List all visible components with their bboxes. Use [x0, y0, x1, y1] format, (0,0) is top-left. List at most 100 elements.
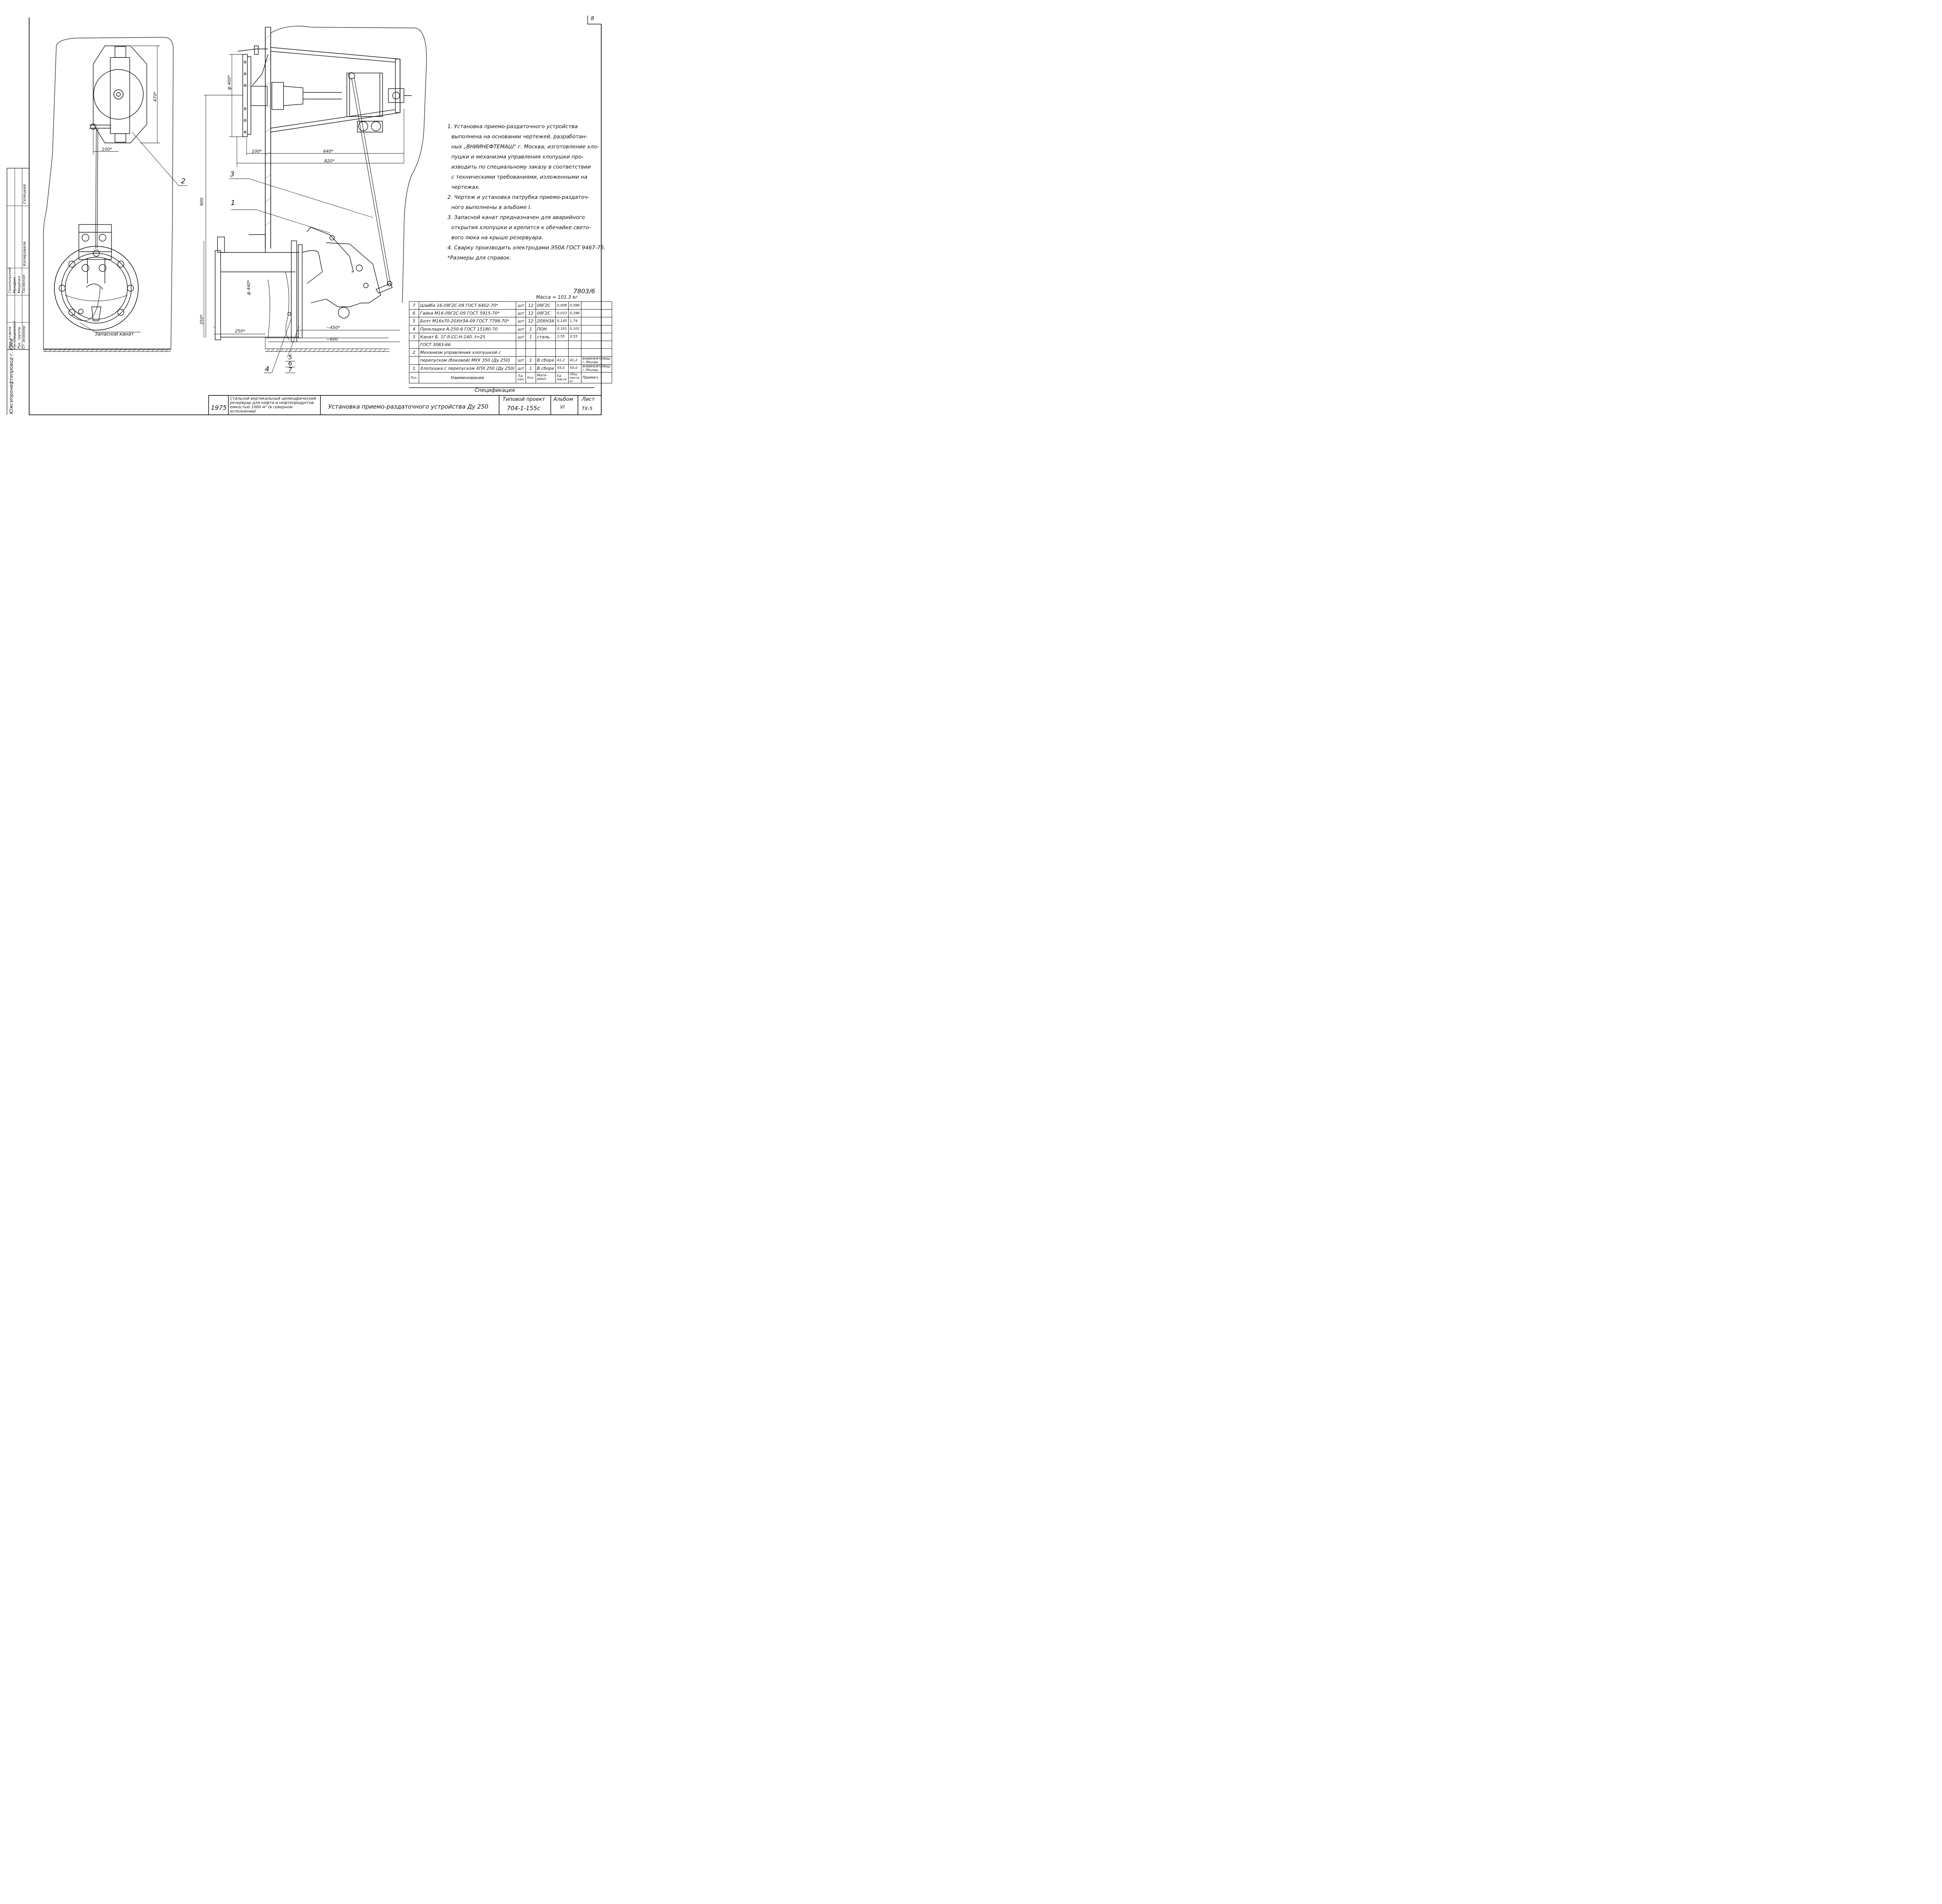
table-row: 6 Гайка М16-09Г2С-09 ГОСТ 5915-70* шт 12… — [409, 309, 612, 318]
nozzle-pipe — [221, 252, 299, 338]
callout-2: 2 — [181, 177, 186, 185]
note-line: 4. Сварку производить электродами Э50А Г… — [447, 245, 606, 251]
name-1: Гонопольский — [8, 267, 12, 293]
dim-440: ф 440* — [246, 280, 251, 295]
nozzle-flange-right — [291, 240, 297, 342]
album-number: VI — [560, 404, 565, 410]
drum-hub — [113, 89, 124, 99]
note-line: изводить по специальному заказу в соотве… — [451, 164, 591, 170]
dim-250: 250* — [235, 329, 245, 334]
drawing-code: 7803/6 — [573, 287, 595, 295]
table-row: 5 Болт М16х70-20ХН3А-09 ГОСТ 7798-70* шт… — [409, 317, 612, 325]
callout-7: 7 — [288, 366, 292, 373]
table-row: 7 Шайба 16-09Г2С-09 ГОСТ 6402-70* шт 12 … — [409, 301, 612, 310]
name-4: Гасовская — [22, 275, 26, 293]
mechanism-bracket — [270, 47, 400, 132]
callout-5: 5 — [288, 353, 292, 361]
table-header-row: Поз. Наименование Ед. изм. Кол. Мате- ри… — [409, 372, 612, 383]
note-line: 2. Чертеж и установка патрубка приемо-ра… — [447, 194, 590, 200]
cover-plate — [242, 54, 248, 137]
dim-350: 350* — [199, 314, 204, 325]
note-line: *Размеры для справок. — [447, 255, 512, 261]
leader-2 — [132, 132, 187, 186]
role-2: Гл. специалист — [13, 320, 17, 349]
dim-450: ~450* — [326, 325, 340, 330]
right-view-outline — [270, 26, 427, 303]
note-line: чертежах. — [451, 184, 480, 190]
note-line: ных „ВНИИНЕФТЕМАШ" г. Москва; изготовлен… — [451, 144, 599, 150]
leader-spare-rope — [79, 322, 141, 332]
table-row: 1 Хлопушка с перепуском ХПХ 250 (Ду 250)… — [409, 364, 612, 372]
flange-outer — [54, 246, 139, 331]
note-line: 3. Запасной канат предназначен для авари… — [447, 214, 585, 221]
table-row: 4 Прокладка А-250-6 ГОСТ 15180-70 шт 1 П… — [409, 325, 612, 333]
callout-4: 4 — [265, 365, 270, 373]
rope-diagonal — [351, 77, 391, 286]
dim-470: 470* — [153, 91, 158, 102]
dim-600: ~600 — [326, 337, 338, 342]
role-1: Нач. отдела — [8, 326, 12, 349]
title-year: 1975 — [211, 404, 227, 411]
note-line: пушки и механизма управления хлопушки пр… — [451, 154, 584, 160]
dim-400: ф 400* — [227, 75, 232, 90]
main-shaft — [303, 92, 342, 99]
sheet-number-box — [587, 16, 601, 24]
note-line: 1. Установка приемо-раздаточного устройс… — [447, 124, 578, 130]
title-object: Стальной вертикальный цилиндрический рез… — [230, 397, 316, 414]
nozzle-flange-left-top — [217, 237, 225, 253]
rope-vertical — [95, 128, 98, 249]
left-ground-hatch — [44, 348, 169, 352]
table-row: 2 Механизм управления хлопушкой с — [409, 348, 612, 357]
table-row: 3 Канат Б. 1Г-II-СС-Н-140. ℓ=25 шт 1 ста… — [409, 332, 612, 341]
sheet-label: Лист — [582, 397, 595, 402]
dim-900: 900 — [199, 198, 204, 206]
drum-disc — [93, 69, 144, 120]
sheet-number: 8 — [591, 16, 594, 22]
album-label: Альбом — [553, 397, 573, 402]
drum-top-bracket — [115, 46, 126, 58]
role-4: Ст. инженер — [22, 325, 26, 349]
role-3: Рук. группы — [17, 327, 21, 349]
note-line: вого люка на крыше резервуара. — [451, 235, 543, 241]
valve-body — [310, 242, 381, 307]
note-line: выполнена на основании чертежей, разрабо… — [451, 134, 588, 140]
dim-640: 640* — [323, 149, 334, 154]
valve-lever — [306, 227, 354, 272]
wall-hatch — [265, 35, 271, 226]
org-name: Южгипронефтепровод г. Киев — [9, 338, 14, 414]
table-row: ГОСТ 3083-66 — [409, 340, 612, 349]
right-ground-hatch — [266, 348, 386, 352]
dim-100-left: 100* — [102, 147, 112, 152]
callout-6: 6 — [288, 360, 292, 367]
shaft-flange — [251, 86, 268, 106]
mechanism-frame — [78, 224, 112, 260]
technical-drawing — [7, 16, 602, 415]
nozzle-flange-left — [215, 250, 221, 340]
left-view-outline — [43, 37, 174, 350]
winch-drum — [346, 73, 383, 117]
spec-caption: Спецификация — [475, 388, 515, 393]
name-2: Мундрик — [13, 277, 17, 293]
dim-100-right: 100* — [252, 149, 262, 154]
callout-3: 3 — [230, 170, 235, 178]
project-number: 704-1-155с — [507, 405, 540, 412]
drawing-sheet: 8 2 3 1 4 5 6 7 470* 100* ф 400* 100* 64… — [0, 0, 612, 425]
flange-inner — [61, 253, 132, 324]
frame-border — [29, 17, 602, 415]
spare-rope-label: Запасной канат — [95, 331, 134, 337]
note-line: открытия хлопушки и крепится к обечайке … — [451, 225, 591, 231]
total-mass: Масса ≈ 101.3 кг — [536, 294, 578, 300]
note-line: с техническими требованиями, изложенными… — [451, 174, 588, 180]
table-row: перепуском (боковой) МУХ 350 (Ду 250) шт… — [409, 356, 612, 365]
sheet-code: ТХ-5 — [582, 406, 593, 411]
extra-2: Копировала — [23, 241, 27, 266]
drum-plate — [93, 45, 147, 143]
name-3: Мищенко — [17, 276, 21, 293]
extra-1: Селецкая — [23, 184, 27, 204]
note-line: ного выполнены в альбоме I. — [451, 204, 532, 211]
drum-bottom-bracket — [115, 133, 126, 143]
valve-eye — [338, 307, 350, 318]
title-main: Установка приемо-раздаточного устройства… — [328, 403, 489, 410]
callout-1: 1 — [231, 199, 235, 207]
project-label: Типовой проект — [503, 397, 545, 402]
